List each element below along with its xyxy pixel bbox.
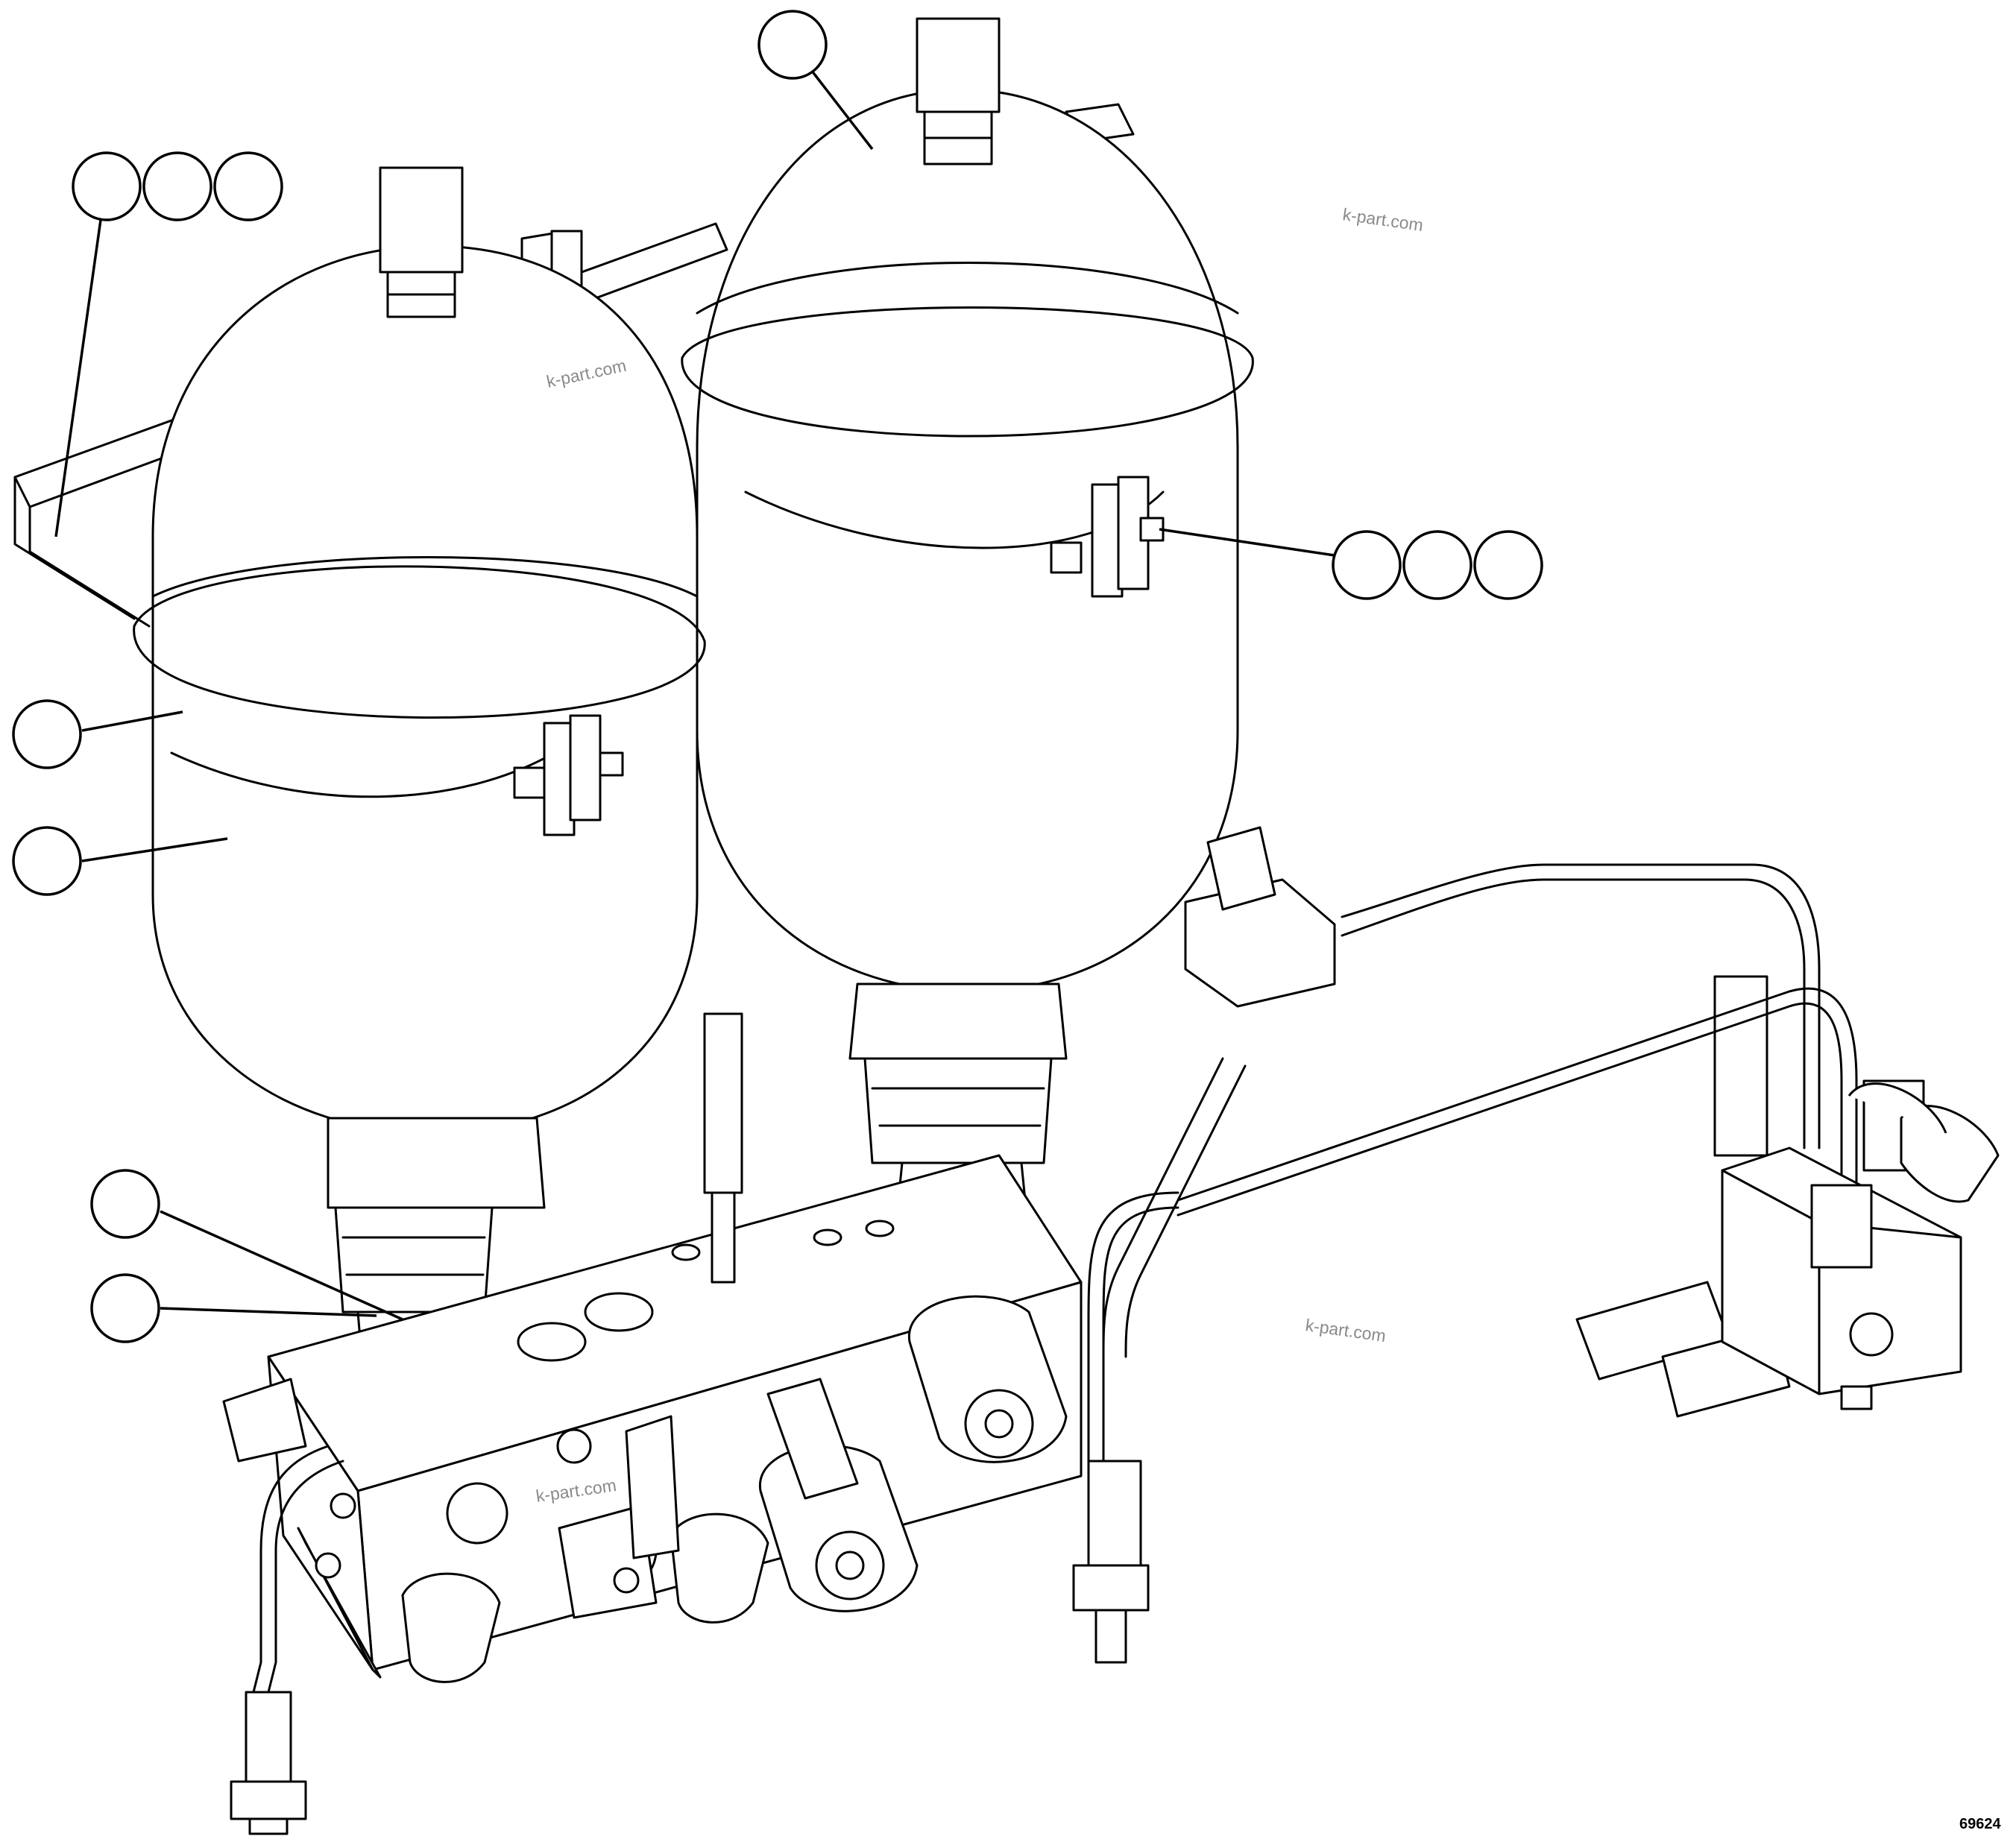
right-valve-block [1721,1082,2000,1410]
drawing-number: 69624 [1959,1816,2001,1832]
left-accumulator [133,166,706,1403]
tubing [230,826,1858,1835]
callout-left-accumulator [12,826,82,896]
callout-left-clamp-band [12,699,82,769]
callout-right-bolt-group [1332,530,1543,600]
right-accumulator [681,17,1254,1239]
callout-fitting-upper [90,1169,160,1239]
callout-fitting-lower [90,1273,160,1343]
manifold-block [267,1154,1083,1679]
callout-left-bolt-group [72,151,283,221]
watermark-text: k-part.com [1341,204,1424,235]
watermark-text: k-part.com [1304,1315,1387,1346]
knobs [222,1378,769,1683]
solenoid-valves [759,1295,1068,1612]
callout-leaders [54,66,1335,1321]
callout-top-accumulator [757,10,828,80]
